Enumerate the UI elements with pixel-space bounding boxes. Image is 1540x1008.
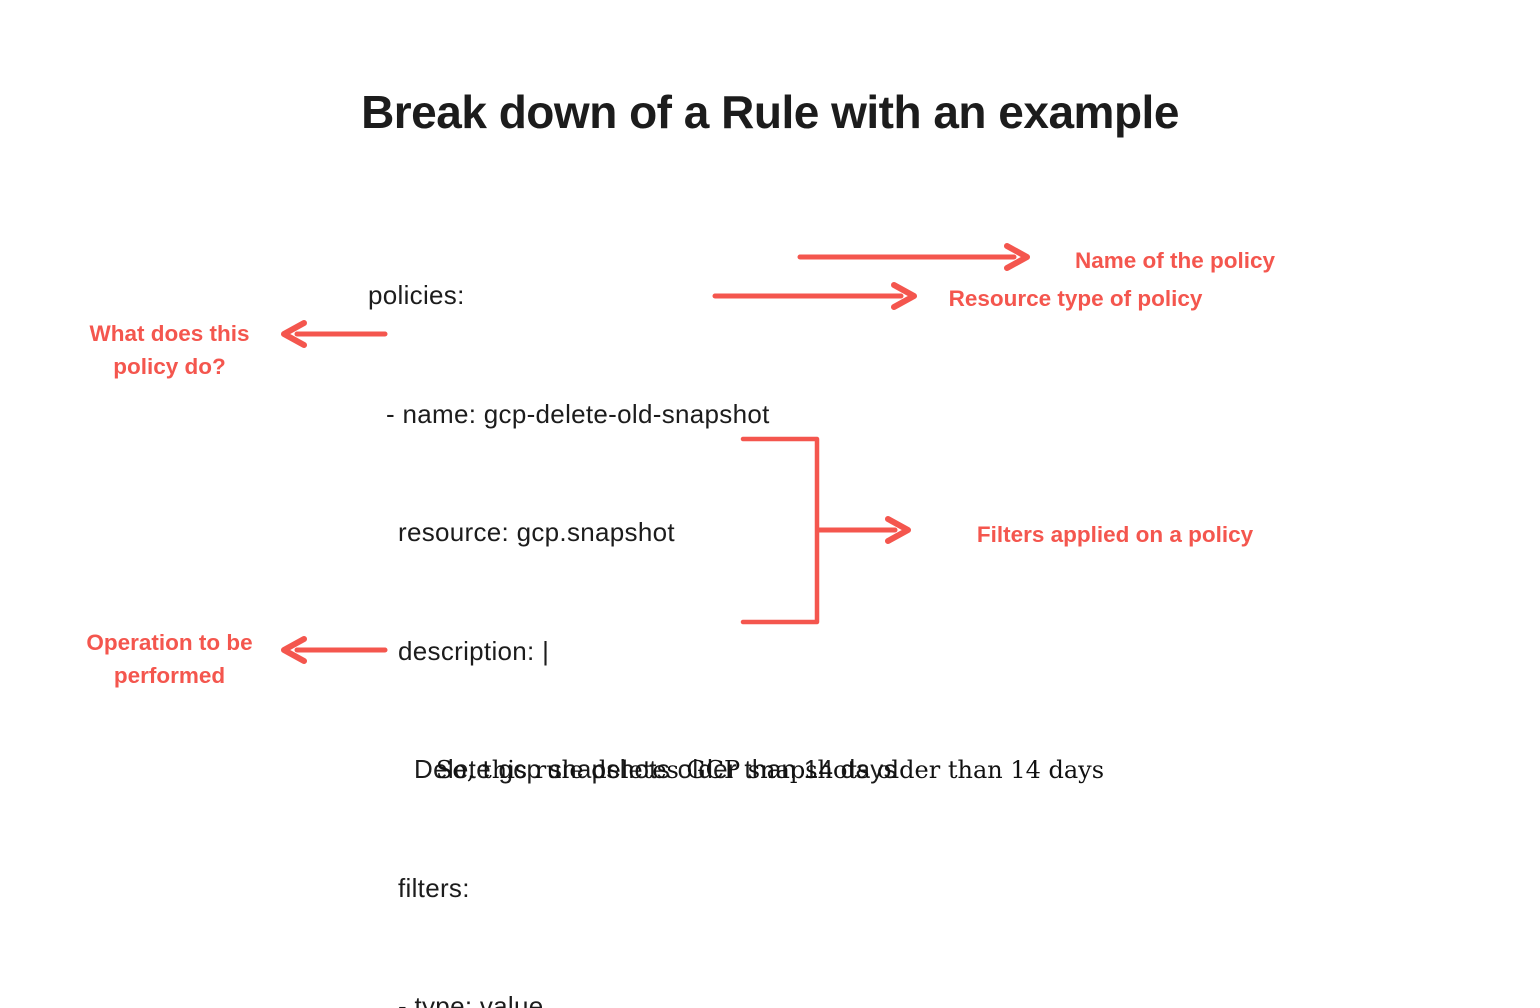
annotation-actions: Operation to be performed [86,630,253,688]
annotation-description: What does this policy do? [89,321,250,379]
yaml-line-resource: resource: gcp.snapshot [398,517,675,547]
summary-caption: So, this rule deletes GCP snapshots olde… [435,756,1105,784]
yaml-line-filter-type: - type: value [398,991,544,1008]
annotation-filters: Filters applied on a policy [976,522,1254,547]
yaml-line-name: - name: gcp-delete-old-snapshot [386,398,770,429]
page-title: Break down of a Rule with an example [361,86,1179,138]
annotation-name: Name of the policy [1074,248,1276,273]
annotation-resource: Resource type of policy [948,286,1203,311]
yaml-line-description-text: Delete gcp snapshots older than 14 days [414,754,897,784]
yaml-line-description: description: | [398,635,550,666]
yaml-line-filters: filters: [398,872,470,903]
yaml-line-policies: policies: [368,280,465,310]
yaml-code-block: policies: - name: gcp-delete-old-snapsho… [368,197,897,1008]
